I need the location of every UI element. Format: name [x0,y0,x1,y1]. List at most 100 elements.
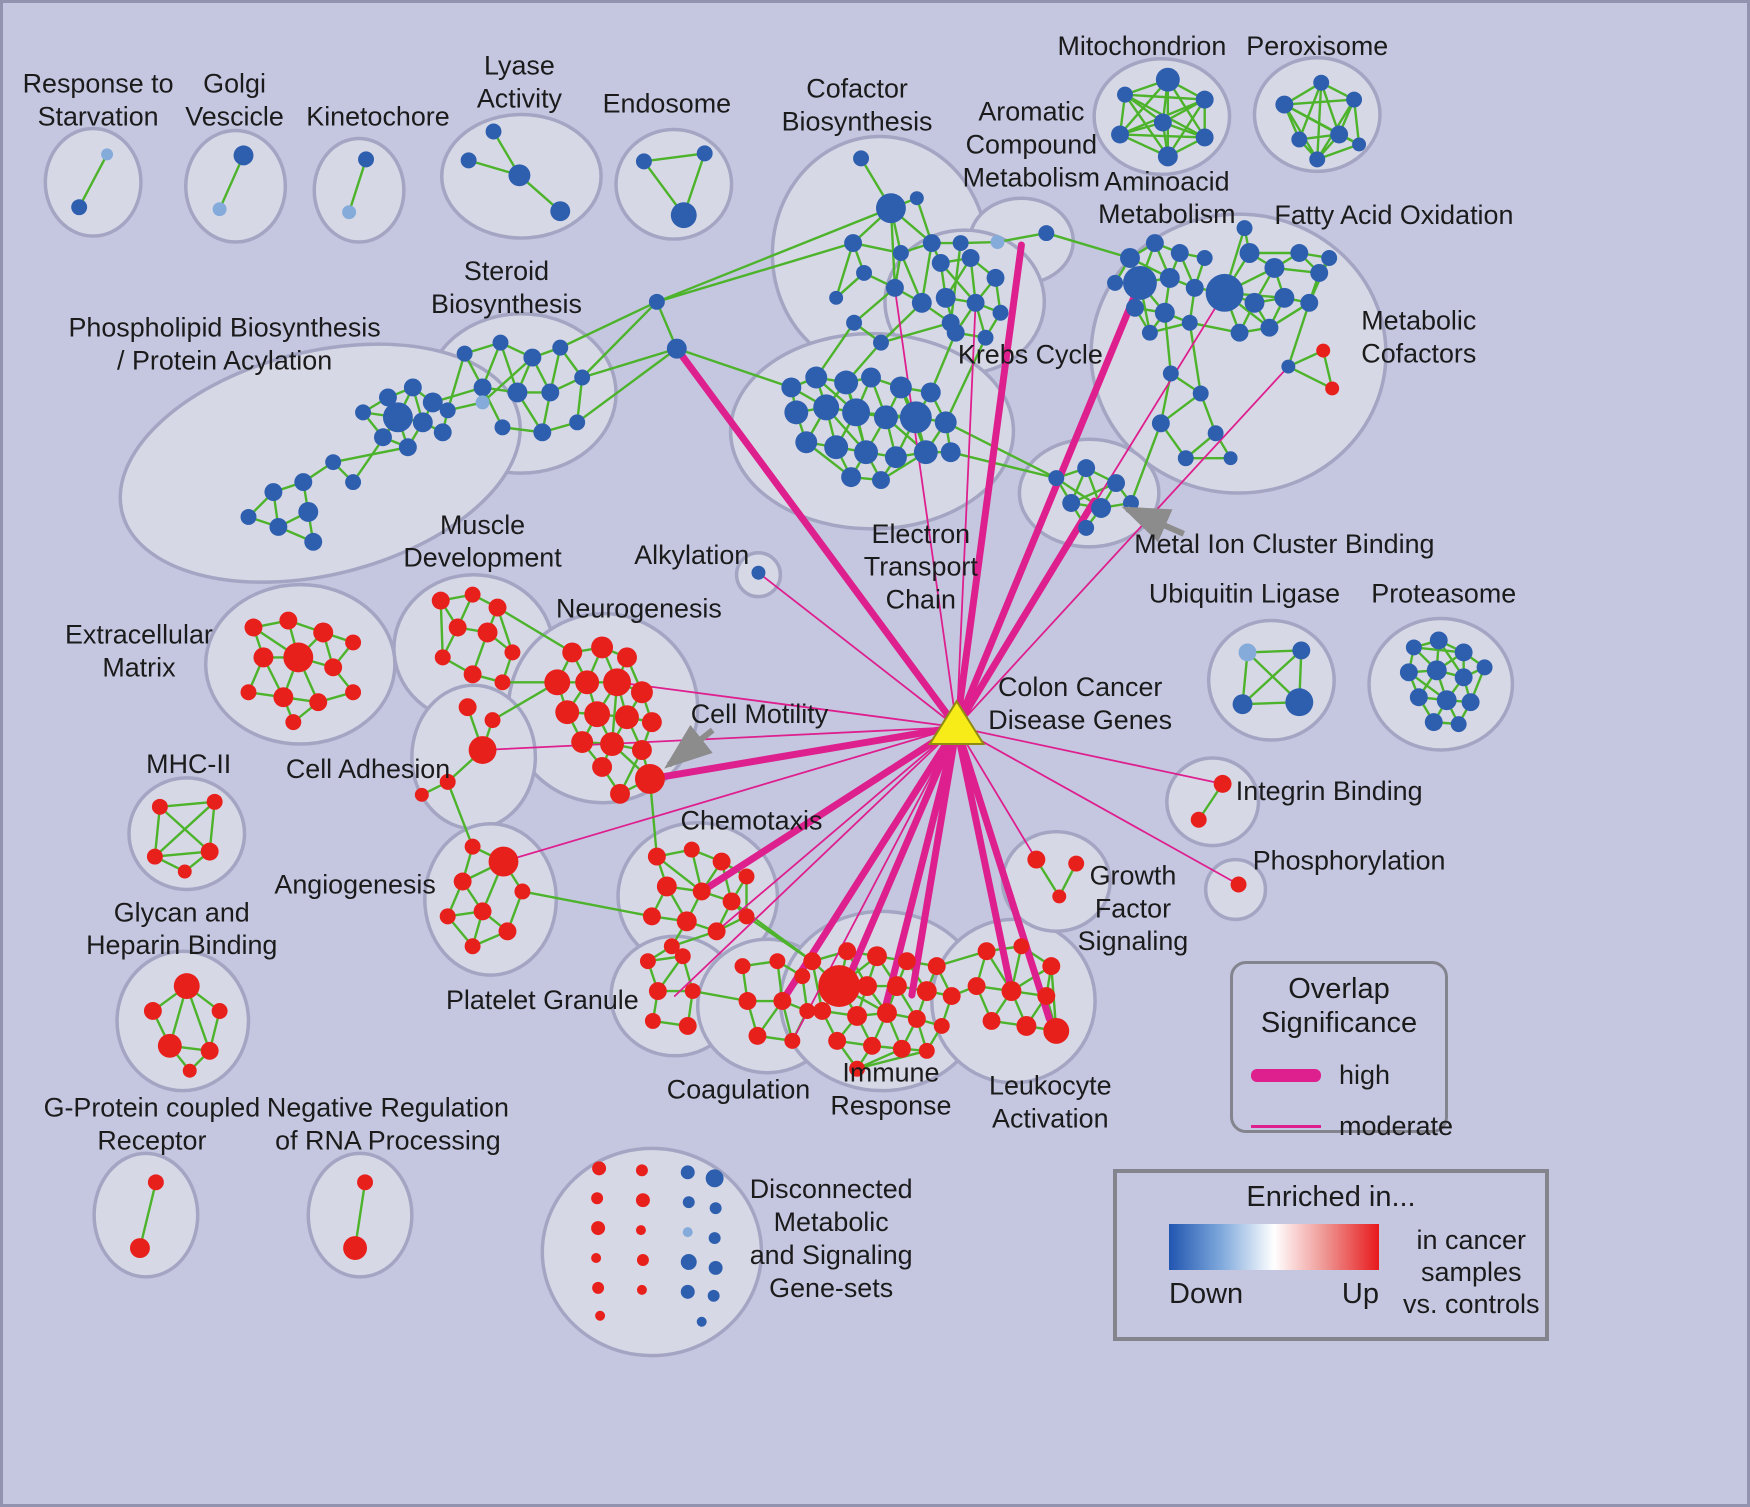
gene-set-node [504,644,521,661]
gene-set-node [1192,385,1209,402]
gene-set-node [1321,250,1338,266]
gene-set-node [1145,234,1164,253]
gene-set-node [600,732,625,756]
gene-set-node [680,1253,697,1270]
gene-set-node [433,423,452,442]
gene-set-node [696,145,713,162]
gene-set-node [630,681,653,704]
gene-set-node [863,1036,881,1055]
gene-set-edge [1298,82,1323,140]
cluster-ellipse-angiogenesis [423,821,559,977]
inter-cluster-edge [945,421,1057,480]
gene-set-node [636,1253,649,1266]
cluster-label-alkylation: Alkylation [634,540,749,570]
gene-set-node [708,1260,723,1275]
gene-set-edge [1320,82,1341,135]
gene-set-node [1264,257,1285,278]
gene-set-node [1111,125,1129,144]
gene-set-node [298,502,319,522]
gene-set-node [1157,146,1178,167]
gene-set-node [813,1002,832,1020]
gene-set-node [892,245,909,261]
gene-set-node [544,669,571,696]
cluster-ellipse-golgi-vescicle [184,128,288,244]
cluster-label-phosphorylation: Phosphorylation [1253,846,1446,876]
gene-set-node [574,369,591,386]
cluster-label-mitochondrion: Mitochondrion [1058,31,1227,61]
context-line-1: in cancer [1416,1225,1527,1255]
gene-set-edge [997,231,1047,244]
gene-set-node [803,952,822,971]
gene-set-node [751,565,766,580]
gene-set-node [920,382,941,403]
gene-set-node [892,1039,911,1058]
gene-set-node [1155,67,1180,92]
inter-cluster-edge [576,347,678,424]
gene-set-edge [880,321,952,344]
inter-cluster-edge [656,241,854,303]
gene-set-node [571,731,594,754]
gene-set-node [591,1192,604,1205]
gene-set-node [818,965,861,1007]
gene-set-node [484,712,501,729]
gene-set-node [940,442,961,463]
gene-set-edge [656,855,703,893]
gene-set-node [872,471,890,490]
gene-set-node [1068,855,1085,872]
inter-cluster-edge [446,781,474,848]
gene-set-node [398,438,417,457]
gene-set-node [514,883,531,900]
gene-set-node [946,323,965,342]
gene-set-node [492,334,509,351]
gene-set-node [463,665,482,684]
cluster-label-platelet-granule: Platelet Granule [446,985,639,1015]
gene-set-node [873,334,889,351]
gene-set-node [899,401,932,434]
annotation-arrow [664,724,715,769]
inter-cluster-edge [1163,312,1173,374]
gene-set-node [849,1060,866,1077]
gene-set-node [550,201,571,222]
gene-set-node [1232,694,1253,715]
gene-set-node [464,938,481,955]
gene-set-node [781,377,802,398]
gene-set-node [712,852,731,871]
gene-set-node [552,339,569,356]
gene-set-node [458,698,477,717]
gene-set-node [1043,1017,1070,1044]
gene-set-node [631,740,652,760]
gene-set-node [935,287,956,308]
gene-set-node [857,976,877,997]
gene-set-node [523,348,542,367]
high-significance-label: high [1339,1060,1391,1090]
gene-set-node [1426,660,1447,681]
gene-set-node [829,290,844,305]
moderate-significance-swatch [1251,1125,1321,1128]
gene-set-node [1454,668,1473,687]
gene-set-node [422,392,443,413]
overlap-edge-high [698,723,961,895]
overlap-edge-moderate [955,726,1240,886]
context-line-2: samples [1421,1257,1522,1287]
gene-set-node [1107,274,1124,291]
gene-set-node [1207,425,1224,442]
overlap-edge-high [673,345,961,731]
gene-set-node [374,428,392,447]
inter-cluster-edge [522,890,653,918]
gene-set-edge [1241,649,1303,706]
gene-set-node [842,398,871,427]
gene-set-node [456,345,473,362]
gene-set-node [240,508,257,525]
gene-set-node [861,367,881,388]
gene-set-edge [1124,93,1169,158]
gene-set-node [1292,641,1311,660]
cluster-ellipse-glycan-heparin-binding [115,949,251,1093]
gene-set-node [884,446,907,469]
gene-set-edge [1119,133,1205,139]
overlap-edge-moderate [955,365,1290,729]
gene-set-node [584,701,611,728]
